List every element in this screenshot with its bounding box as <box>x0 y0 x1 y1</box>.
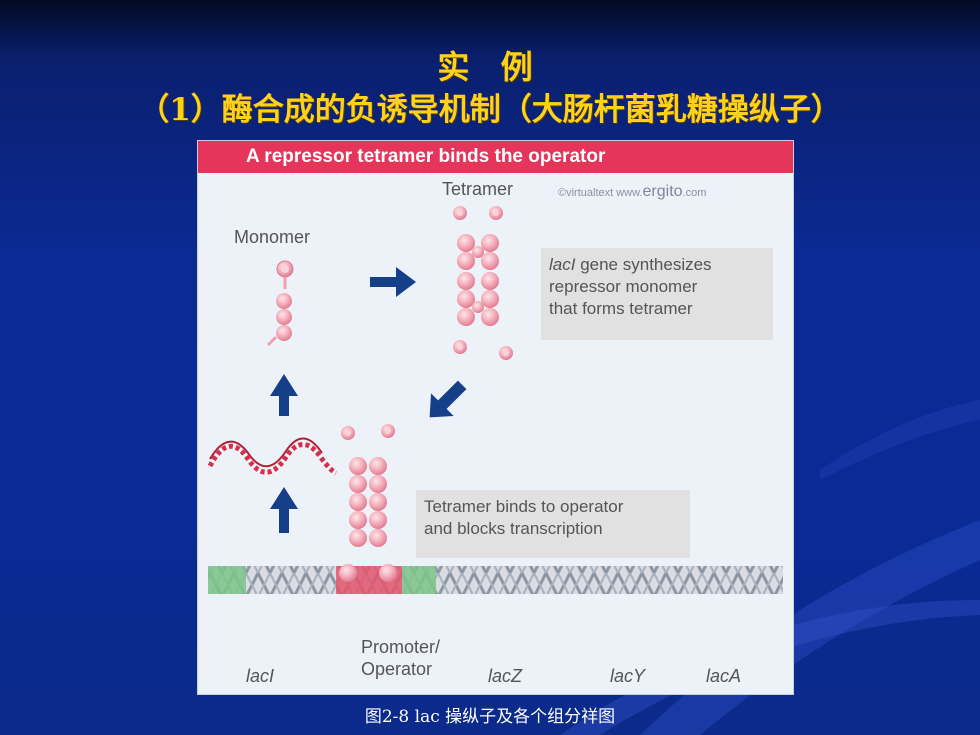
dna-strand <box>208 564 783 594</box>
arrow-up-icon <box>270 487 298 533</box>
gene-label-lacz: lacZ <box>488 666 523 686</box>
arrow-up-icon <box>270 374 298 416</box>
credit-suffix: .com <box>682 187 707 199</box>
gene-label-promoter: Promoter/ Operator <box>361 636 440 680</box>
note-synthesis-line2: repressor monomer <box>549 277 698 296</box>
note-synthesis: lacI gene synthesizes repressor monomer … <box>541 248 773 340</box>
figure-illustration <box>207 206 783 594</box>
gene-label-lacy: lacY <box>610 666 646 686</box>
lac-operon-figure: A repressor tetramer binds the operator <box>197 140 794 695</box>
note-binding-line1: Tetramer binds to operator <box>424 497 624 516</box>
promoter-line1: Promoter/ <box>361 637 441 657</box>
note-synthesis-line3: that forms tetramer <box>549 299 693 318</box>
figure-caption: 图2-8 lac 操纵子及各个组分祥图 <box>364 707 616 727</box>
promoter-line2: Operator <box>361 659 433 679</box>
tetramer-protein <box>453 206 513 360</box>
credit-text: ©virtualtext www.ergito.com <box>558 183 706 201</box>
arrow-down-left-icon <box>429 380 467 418</box>
credit-brand: ergito <box>642 183 683 200</box>
mrna-strand <box>207 437 338 476</box>
monomer-label: Monomer <box>234 227 311 247</box>
figure-header: A repressor tetramer binds the operator <box>198 141 793 173</box>
monomer-protein <box>266 260 294 347</box>
note-binding-line2: and blocks transcription <box>424 519 603 538</box>
credit-prefix: ©virtualtext www. <box>558 187 643 199</box>
note-gene-name: lacI <box>549 255 576 274</box>
tetramer-label: Tetramer <box>442 179 514 199</box>
slide-subtitle: （1）酶合成的负诱导机制（大肠杆菌乳糖操纵子） <box>138 92 842 128</box>
bound-tetramer <box>339 424 397 582</box>
note-synthesis-line1-rest: gene synthesizes <box>575 255 712 274</box>
note-synthesis-line1: lacI gene synthesizes <box>549 254 765 276</box>
slide-title: 实 例 <box>437 48 543 86</box>
arrow-right-icon <box>370 267 416 297</box>
note-binding: Tetramer binds to operator and blocks tr… <box>416 490 690 558</box>
gene-label-laca: lacA <box>706 666 742 686</box>
gene-label-laci: lacI <box>246 666 275 686</box>
